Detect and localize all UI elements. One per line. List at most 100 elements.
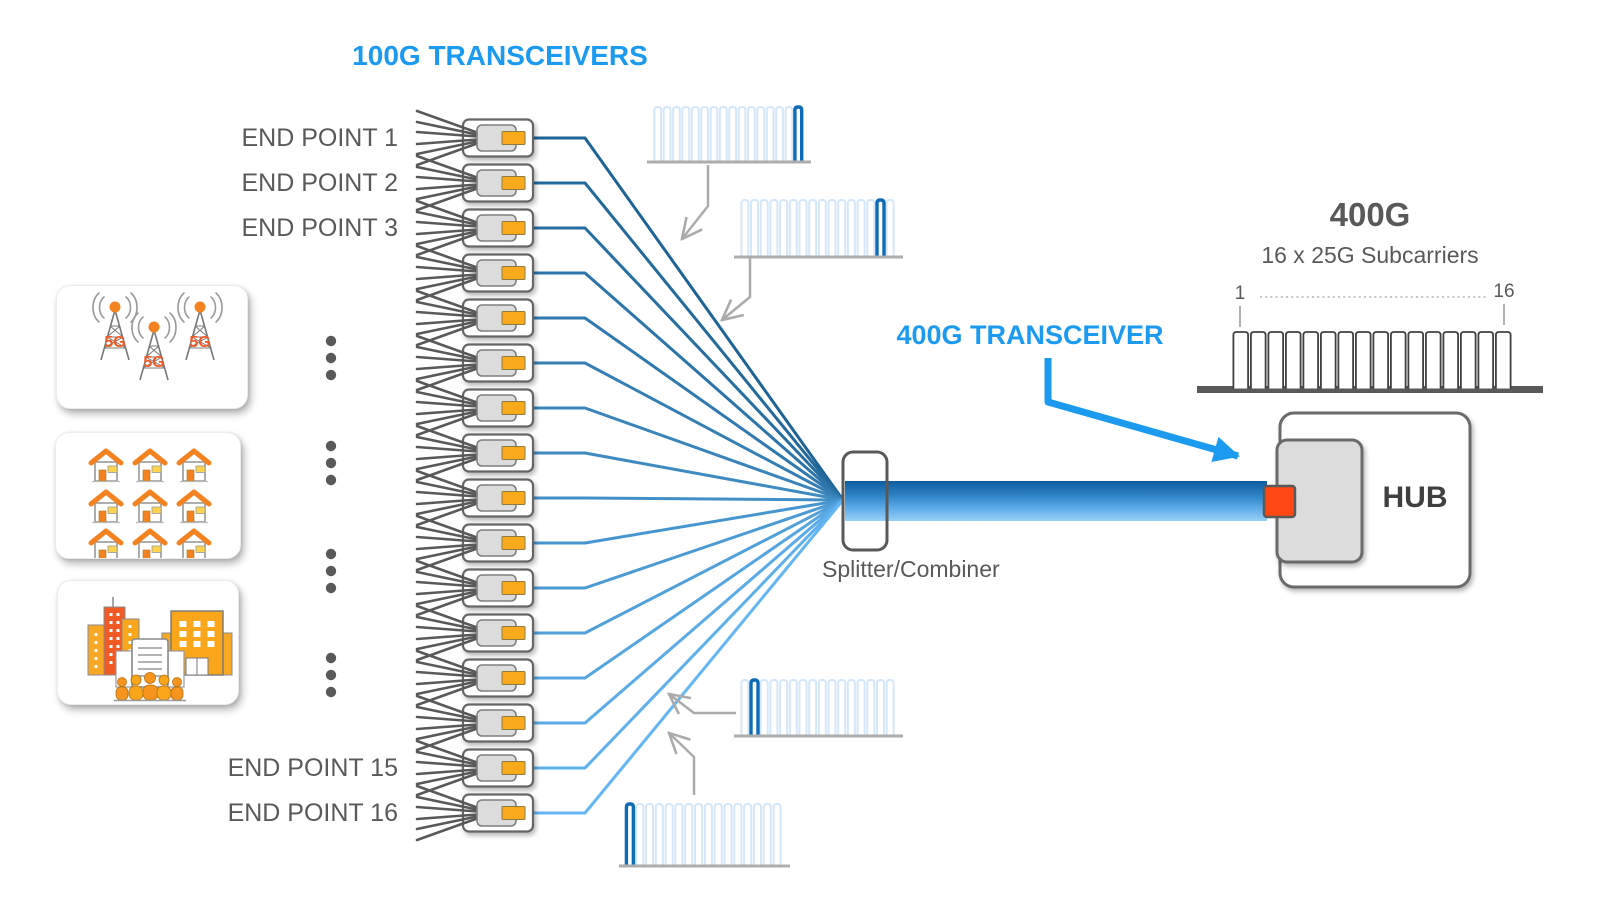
subcarrier bbox=[728, 106, 738, 161]
client-fiber-line bbox=[415, 678, 486, 696]
client-fiber-line bbox=[415, 199, 486, 227]
client-fiber-line bbox=[415, 227, 486, 236]
subcarrier bbox=[635, 803, 645, 865]
endpoint-label-3: END POINT 3 bbox=[241, 214, 398, 242]
client-fiber-line bbox=[415, 814, 486, 842]
ellipsis-dot bbox=[325, 335, 337, 347]
spectrum-baseline bbox=[1197, 386, 1543, 393]
subcarrier-fiber-line bbox=[533, 498, 844, 635]
hub-label: HUB bbox=[1382, 481, 1448, 514]
subcarrier bbox=[808, 679, 818, 735]
subcarrier bbox=[1477, 331, 1494, 389]
client-fiber-line bbox=[415, 130, 486, 139]
endpoint-label-1: END POINT 1 bbox=[241, 124, 398, 152]
module-connector bbox=[501, 266, 526, 280]
module-connector bbox=[501, 716, 526, 730]
module-connector bbox=[501, 491, 526, 505]
client-fiber-line bbox=[415, 525, 486, 543]
subcarrier-fiber-line bbox=[533, 271, 844, 502]
module-connector bbox=[501, 311, 526, 325]
subcarrier bbox=[723, 803, 733, 865]
subcarrier bbox=[837, 199, 847, 256]
heading-100g-transceivers: 100G TRANSCEIVERS bbox=[352, 40, 648, 71]
subcarrier bbox=[779, 679, 789, 735]
ellipsis-dots bbox=[325, 335, 337, 381]
module-connector bbox=[501, 761, 526, 775]
splitter-combiner-label: Splitter/Combiner bbox=[822, 556, 1000, 582]
subcarrier bbox=[1372, 331, 1389, 389]
subcarrier-fiber-line bbox=[533, 136, 845, 501]
ellipsis-dot bbox=[325, 686, 337, 698]
subcarrier bbox=[1232, 331, 1249, 389]
client-fiber-line bbox=[415, 362, 486, 371]
module-connector bbox=[501, 626, 526, 640]
callout-arrow-bottom bbox=[669, 733, 696, 795]
transceiver-row bbox=[415, 784, 535, 842]
subcarrier-fiber-line bbox=[533, 451, 844, 502]
client-fiber-line bbox=[415, 244, 486, 272]
client-fiber-line bbox=[415, 310, 486, 319]
ellipsis-dot bbox=[325, 474, 337, 486]
client-fiber-line bbox=[415, 625, 486, 634]
client-fiber-line bbox=[415, 289, 486, 317]
client-fiber-line bbox=[415, 632, 486, 641]
client-fiber-line bbox=[415, 120, 486, 138]
module-connector bbox=[501, 356, 526, 370]
subcarrier bbox=[737, 106, 747, 161]
transceiver-row bbox=[415, 289, 535, 347]
mini-spectra bbox=[619, 105, 903, 868]
five-g-tower bbox=[177, 292, 223, 361]
subcarrier bbox=[750, 199, 759, 256]
client-fiber-line bbox=[415, 514, 486, 542]
subcarrier bbox=[784, 106, 794, 161]
module-connector bbox=[501, 671, 526, 685]
subcarrier bbox=[759, 679, 769, 735]
subcarrier bbox=[856, 199, 866, 256]
subcarrier bbox=[846, 679, 856, 735]
client-fiber-line bbox=[415, 424, 486, 452]
subcarrier bbox=[817, 679, 827, 735]
subcarrier-fiber-line bbox=[533, 498, 844, 545]
subcarrier bbox=[1442, 331, 1459, 389]
ellipsis-dots bbox=[325, 440, 337, 486]
client-fiber-line bbox=[415, 812, 486, 821]
homes-icon bbox=[56, 433, 240, 558]
mini-spectrum bbox=[647, 105, 811, 164]
callout-arrows bbox=[669, 165, 752, 795]
subcarrier bbox=[743, 803, 753, 865]
client-fiber-line bbox=[415, 587, 486, 596]
subcarrier-fiber-line bbox=[533, 499, 845, 815]
subcarrier bbox=[1407, 331, 1424, 389]
subcarrier bbox=[733, 803, 743, 865]
category-card-businesses bbox=[57, 580, 239, 705]
heading-400g-transceiver: 400G TRANSCEIVER bbox=[896, 320, 1164, 350]
ellipsis-dot bbox=[325, 369, 337, 381]
transceiver-row bbox=[415, 199, 535, 257]
client-fiber-line bbox=[415, 760, 486, 769]
ellipsis-dots bbox=[325, 652, 337, 698]
subcarrier bbox=[808, 199, 818, 256]
transceiver-row bbox=[415, 559, 535, 617]
subcarrier bbox=[718, 106, 728, 161]
category-card-homes bbox=[55, 432, 241, 559]
category-card-5g: 5G bbox=[56, 285, 248, 409]
client-fiber-line bbox=[415, 300, 486, 318]
endpoint-label-15: END POINT 15 bbox=[227, 754, 398, 782]
callout-arrow-lower bbox=[669, 694, 736, 713]
client-fiber-line bbox=[415, 183, 486, 201]
subcarrier-fiber-line bbox=[533, 406, 844, 502]
client-fiber-line bbox=[415, 694, 486, 722]
transceiver-row bbox=[415, 109, 535, 167]
client-fiber-line bbox=[415, 318, 486, 336]
client-fiber-line bbox=[415, 255, 486, 273]
subcarrier-highlighted bbox=[793, 105, 804, 161]
subcarrier bbox=[700, 106, 709, 161]
subcarrier bbox=[664, 803, 674, 865]
client-fiber-line bbox=[415, 137, 486, 146]
subcarrier bbox=[713, 803, 723, 865]
client-fiber-line bbox=[415, 633, 486, 651]
subcarrier bbox=[866, 679, 876, 735]
subcarrier bbox=[772, 803, 782, 865]
endpoint-label-16: END POINT 16 bbox=[227, 799, 398, 827]
